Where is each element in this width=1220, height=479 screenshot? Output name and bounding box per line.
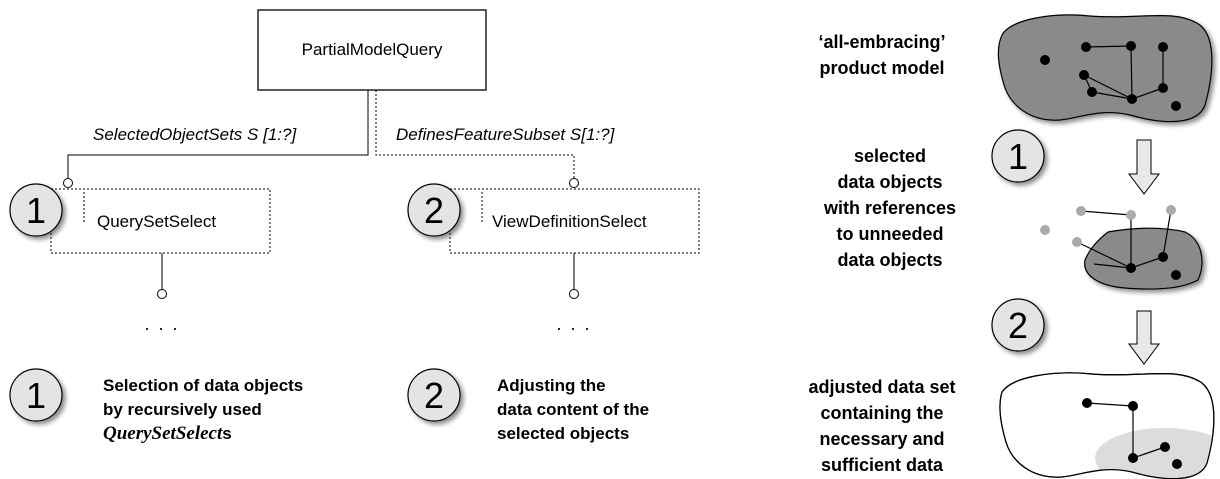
left-connector-end — [63, 178, 73, 188]
legend-one-italic: QuerySetSelect — [103, 423, 223, 444]
down-arrow-one — [1128, 139, 1160, 195]
legend-one-line-3: QuerySetSelects — [103, 423, 232, 444]
adjusted-data-outline — [999, 372, 1215, 479]
product-model-nodes — [1040, 41, 1181, 111]
right-connector-end — [569, 178, 579, 188]
adjusted-data-links — [1086, 402, 1166, 459]
right-step-one-circle — [991, 129, 1045, 183]
legend-two-line-3: selected objects — [497, 424, 629, 443]
right-below-circle — [569, 289, 579, 299]
selected-objects-nodes — [1126, 252, 1181, 280]
bottom-label-3: necessary and — [819, 429, 944, 449]
right-step-two-number: 2 — [1008, 305, 1028, 346]
step-one-number: 1 — [26, 190, 46, 231]
down-arrow-two — [1128, 310, 1160, 365]
selected-objects-links — [1076, 209, 1172, 269]
legend-one-circle — [9, 368, 63, 422]
middle-label-2: data objects — [837, 172, 942, 192]
product-model-blob — [997, 14, 1213, 123]
legend-two-line-2: data content of the — [497, 400, 649, 419]
legend-one-suffix: s — [222, 424, 231, 443]
legend-one-number: 1 — [26, 375, 46, 416]
legend-one-line-2: by recursively used — [103, 400, 262, 419]
right-relation-label: DefinesFeatureSubset S[1:?] — [396, 125, 616, 144]
step-one-circle — [9, 183, 63, 237]
legend-two-line-1: Adjusting the — [497, 376, 606, 395]
right-ellipsis: . . . — [556, 314, 591, 334]
step-two-number: 2 — [424, 190, 444, 231]
left-below-circle — [157, 289, 167, 299]
bottom-label-2: containing the — [821, 403, 944, 423]
bottom-label-1: adjusted data set — [808, 377, 955, 397]
step-two-circle — [407, 183, 461, 237]
legend-one-line-1: Selection of data objects — [103, 376, 303, 395]
top-label-1: ‘all-embracing’ — [818, 32, 945, 52]
selected-objects-unneeded-nodes — [1040, 205, 1176, 247]
middle-label-4: to unneeded — [837, 224, 944, 244]
right-step-one-number: 1 — [1008, 136, 1028, 177]
right-connector — [375, 90, 575, 178]
middle-label-1: selected — [854, 146, 926, 166]
legend-two-circle — [407, 368, 461, 422]
root-box-label: PartialModelQuery — [302, 40, 443, 59]
middle-label-5: data objects — [837, 250, 942, 270]
selected-objects-blob — [1084, 227, 1203, 290]
left-connector — [67, 90, 369, 178]
left-ellipsis: . . . — [144, 314, 179, 334]
view-definition-select-label: ViewDefinitionSelect — [492, 212, 647, 231]
right-step-two-circle — [991, 298, 1045, 352]
legend-two-number: 2 — [424, 375, 444, 416]
middle-label-3: with references — [823, 198, 956, 218]
top-label-2: product model — [820, 58, 945, 78]
root-box — [257, 9, 487, 91]
adjusted-data-nodes — [1082, 398, 1182, 469]
query-set-select-label: QuerySetSelect — [97, 212, 216, 231]
bottom-label-4: sufficient data — [821, 455, 944, 475]
left-relation-label: SelectedObjectSets S [1:?] — [93, 125, 297, 144]
